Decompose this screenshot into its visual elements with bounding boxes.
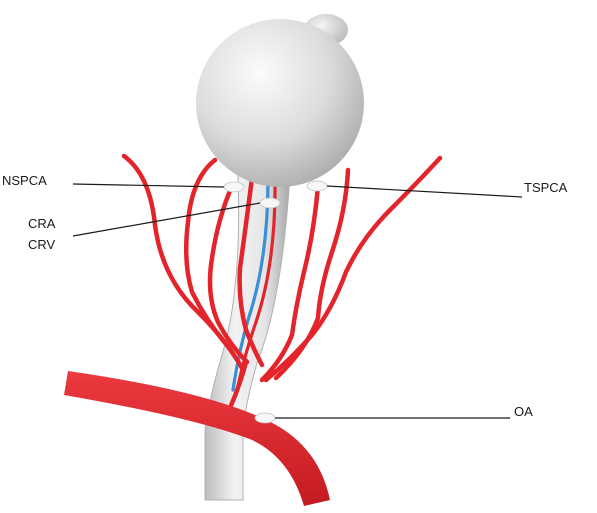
oa-label: OA [514, 404, 533, 419]
eye-globe [196, 19, 364, 187]
nspca-label: NSPCA [2, 173, 47, 188]
tspca-label: TSPCA [524, 180, 567, 195]
cra-crv-marker [260, 198, 280, 208]
crv-label: CRV [28, 237, 55, 252]
ophthalmic-artery [64, 371, 330, 506]
oa-marker [255, 413, 275, 423]
nspca-marker [224, 182, 244, 192]
cra-crv-leader-line [73, 203, 260, 236]
cra-label: CRA [28, 216, 55, 231]
tspca-leader-line [327, 186, 522, 197]
tspca-marker [307, 181, 327, 191]
